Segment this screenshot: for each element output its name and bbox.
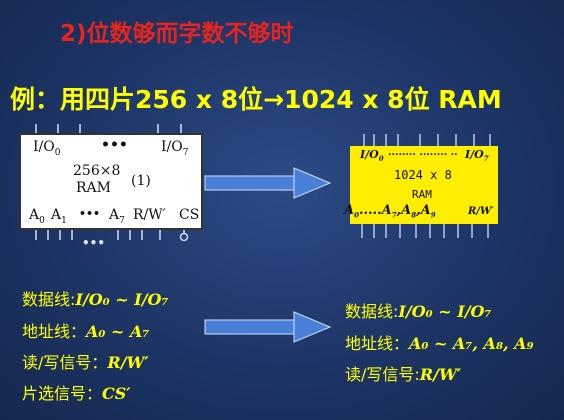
chip-left-type: RAM (76, 180, 111, 196)
ram-chip-1024x8: I/O0 ........ ........ .. I/O7 1024 x 8 … (344, 146, 498, 224)
left-chip-bottom-pins (35, 230, 185, 240)
arrow-bottom (204, 311, 332, 343)
chip-right-type: RAM (412, 188, 432, 201)
right-address-line: 地址线：A₀ ~ A₇, A₈, A₉ (345, 334, 534, 353)
left-address-line: 地址线：A₀ ~ A₇ (22, 322, 150, 341)
left-chip-top-pins (35, 124, 182, 133)
chip-right-rw: R/W′ (468, 206, 494, 217)
right-chip-top-pins (363, 134, 491, 146)
example-title: 例：用四片256 x 8位→1024 x 8位 RAM (10, 85, 502, 114)
chip-left-io0: I/O0 (33, 139, 61, 158)
chip-left-rw: R/W′ (133, 207, 166, 223)
chip-left-capacity: 256×8 (73, 163, 121, 179)
section-heading: 2)位数够而字数不够时 (60, 21, 294, 47)
cs-inversion-bubble (179, 232, 189, 242)
arrow-top (204, 167, 332, 199)
chip-right-dots: ........ ........ .. (388, 147, 458, 158)
right-data-line: 数据线:I/O₀ ~ I/O₇ (345, 302, 492, 321)
chip-left-a7: A7 (109, 207, 125, 226)
right-chip-bottom-pins (361, 224, 489, 238)
chip-left-io7: I/O7 (161, 139, 189, 158)
chip-right-address-pins: A0.....A7,A8,A9 (344, 203, 436, 220)
chip-left-dots-mid: ••• (79, 207, 101, 220)
left-data-line: 数据线:I/O₀ ~ I/O₇ (22, 290, 169, 309)
left-cs-signal: 片选信号：CS′ (22, 384, 131, 403)
chip-left-number: (1) (131, 173, 151, 189)
chip-right-io7: I/O7 (465, 148, 489, 164)
ram-chip-256x8: I/O0 ••• I/O7 256×8 RAM (1) A0 A1 ••• A7… (19, 133, 203, 230)
chip-right-capacity: 1024 x 8 (394, 168, 452, 182)
left-rw-signal: 读/写信号：R/W′ (22, 353, 149, 372)
chip-left-cs: CS (179, 207, 200, 223)
chip-left-dots-bottom: ••• (82, 236, 106, 250)
right-rw-signal: 读/写信号:R/W′ (345, 365, 462, 384)
chip-left-a1: A1 (51, 207, 67, 226)
chip-left-a0: A0 (29, 207, 45, 226)
chip-left-dots-top: ••• (101, 137, 128, 153)
chip-right-io0: I/O0 (360, 148, 384, 164)
